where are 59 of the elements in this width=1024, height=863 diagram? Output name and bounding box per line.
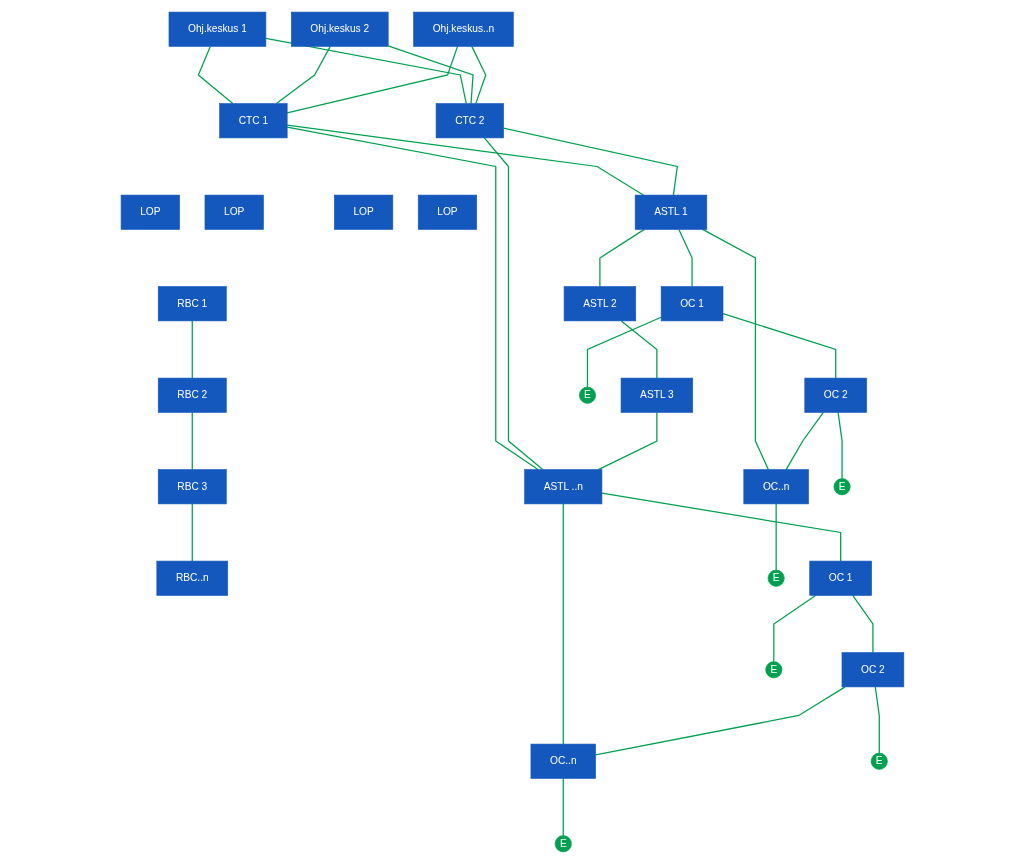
process-box: Ohj.keskus 2 [290,11,389,47]
process-box: ASTL 2 [563,285,636,321]
connector-line [597,411,658,470]
connector-line [851,594,874,653]
connector-line [874,685,880,754]
connector-line [594,685,846,756]
circle-node: E [767,569,785,587]
process-box: OC..n [743,468,809,504]
process-box: Ohj.keskus 1 [168,11,266,47]
process-box: LOP [120,194,180,230]
connector-line [837,411,843,479]
connector-line [275,45,331,104]
process-box: Ohj.keskus..n [412,11,514,47]
process-box: ASTL 3 [620,377,693,413]
connector-line [721,312,836,379]
process-box: CTC 2 [435,102,504,138]
circle-node: E [870,752,888,770]
circle-node: E [764,660,782,678]
connector-line [286,125,539,470]
connector-line [191,502,193,562]
connector-line [598,228,645,287]
connector-line [562,502,564,745]
connector-line [562,777,564,836]
process-box: RBC 3 [157,468,227,504]
process-box: LOP [204,194,264,230]
connector-line [785,411,824,470]
connector-line [620,319,658,379]
process-box: LOP [417,194,477,230]
connector-line [470,45,486,104]
connector-line [772,594,816,662]
process-box: OC 2 [804,377,867,413]
process-box: ASTL ..n [523,468,602,504]
process-box: RBC..n [156,560,228,596]
process-box: ASTL 1 [634,194,707,230]
connector-line [387,44,474,104]
process-box: RBC 2 [157,377,227,413]
process-box: CTC 1 [218,102,287,138]
connector-line [600,492,841,562]
process-box: OC 2 [841,651,904,687]
connector-line [775,502,777,571]
process-box: OC 1 [660,285,723,321]
connector-line [191,411,193,470]
connector-line [502,127,678,196]
circle-node: E [833,477,851,495]
connector-line [701,228,769,470]
process-box: LOP [333,194,393,230]
connector-line [191,319,193,379]
connector-line [286,45,458,113]
connector-line [197,45,233,104]
connector-line [483,136,543,470]
circle-node: E [578,386,596,404]
connector-line [586,316,662,388]
process-box: OC 1 [808,560,872,596]
circle-node: E [554,834,572,852]
connector-line [286,124,644,196]
connector-line [677,228,693,287]
process-box: RBC 1 [157,285,227,321]
process-box: OC..n [530,743,596,779]
connector-line [264,37,467,104]
